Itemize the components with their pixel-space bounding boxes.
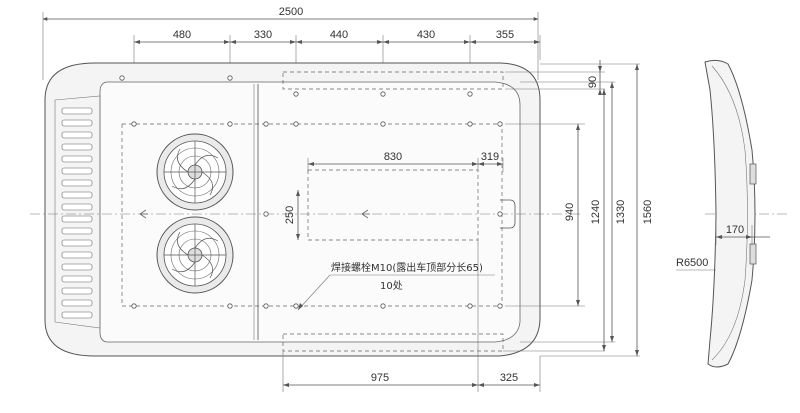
dim-overall-width-label: 2500: [279, 6, 303, 18]
bolt-marker: [293, 303, 299, 309]
vent-slot: [61, 203, 93, 211]
condenser-fan-lower: [156, 216, 234, 294]
vent-slot: [61, 167, 93, 175]
bolt-spec-text: 焊接螺栓M10(露出车顶部分长65): [331, 261, 483, 274]
bolt-marker: [467, 91, 473, 97]
vent-slot: [61, 131, 93, 139]
vent-slot: [61, 143, 93, 151]
dim-940: 940: [564, 203, 576, 221]
vent-slot: [61, 191, 93, 199]
dim-170: 170: [726, 224, 744, 236]
dim-top-430: 430: [417, 29, 435, 41]
dim-inner-horizontal: 830 319: [307, 151, 504, 172]
bolt-marker: [227, 121, 233, 127]
vent-slot: [61, 263, 93, 271]
side-profile-view: R6500 170: [676, 59, 770, 368]
dim-overall-width: 2500: [42, 6, 539, 80]
vent-slot: [61, 239, 93, 247]
dim-top-440: 440: [330, 29, 348, 41]
bolt-marker: [293, 121, 299, 127]
vent-slot: [61, 155, 93, 163]
vent-slot: [61, 179, 93, 187]
bolt-marker: [467, 121, 473, 127]
dim-right: 90 940 1240 1330 1560: [503, 60, 654, 357]
vent-slot: [61, 275, 93, 283]
dim-1560: 1560: [642, 200, 654, 224]
vent-slot: [61, 311, 93, 319]
bolt-marker: [263, 121, 269, 127]
vent-slot: [61, 251, 93, 259]
dim-319: 319: [481, 151, 499, 163]
dim-inner-vertical: 250: [284, 190, 300, 240]
bolt-marker: [263, 303, 269, 309]
dim-top-355: 355: [496, 29, 514, 41]
dim-90: 90: [587, 76, 599, 88]
dim-bottom: 975 325: [282, 240, 541, 392]
bolt-marker: [497, 211, 503, 217]
vent-slot: [61, 107, 93, 115]
vent-slot: [61, 215, 93, 223]
dim-top-segments: 480 330 440 430 355: [133, 29, 541, 80]
bolt-marker: [131, 303, 137, 309]
bolt-note: 焊接螺栓M10(露出车顶部分长65) 10处: [297, 261, 495, 311]
vent-slot: [61, 287, 93, 295]
dim-325: 325: [500, 372, 518, 384]
dim-1330: 1330: [615, 200, 627, 224]
weld-bolts: [119, 75, 503, 309]
bolt-marker: [227, 75, 233, 81]
vent-slot: [61, 227, 93, 235]
vent-slots: [61, 107, 93, 319]
dim-250: 250: [284, 206, 296, 224]
bolt-marker: [131, 121, 137, 127]
dim-1240: 1240: [590, 200, 602, 224]
dim-top-480: 480: [173, 29, 191, 41]
bolt-marker: [227, 303, 233, 309]
dim-830: 830: [384, 151, 402, 163]
bolt-marker: [119, 75, 125, 81]
bolt-count-text: 10处: [380, 280, 403, 292]
bolt-marker: [263, 211, 269, 217]
condenser-fan-upper: [156, 133, 234, 211]
dim-top-330: 330: [254, 29, 272, 41]
bolt-marker: [497, 121, 503, 127]
evaporator-opening: [307, 169, 479, 241]
bolt-marker: [380, 303, 386, 309]
bolt-marker: [380, 121, 386, 127]
dim-radius: R6500: [676, 257, 708, 269]
bolt-marker: [293, 91, 299, 97]
bolt-marker: [467, 303, 473, 309]
bolt-marker: [380, 91, 386, 97]
bolt-marker: [497, 303, 503, 309]
flow-arrows: [139, 209, 370, 219]
side-bracket: [500, 199, 516, 229]
vent-slot: [61, 299, 93, 307]
vent-slot: [61, 119, 93, 127]
dim-975: 975: [371, 372, 389, 384]
